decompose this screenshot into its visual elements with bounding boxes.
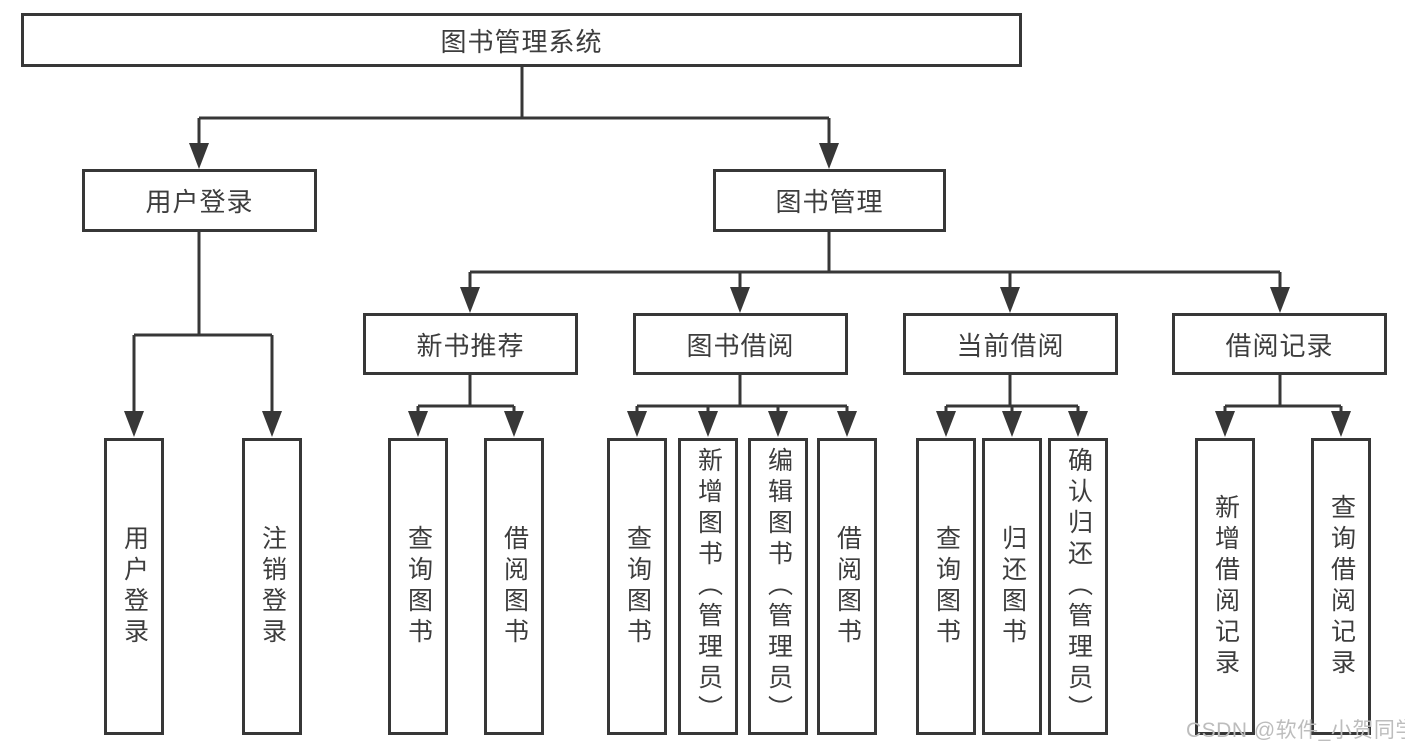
node-leaf-borrow-add-admin: 新增图书（管理员） — [678, 438, 738, 735]
arrow-down-icon — [1002, 411, 1022, 437]
node-leaf-borrow-borrow: 借阅图书 — [817, 438, 877, 735]
arrow-down-icon — [768, 411, 788, 437]
arrow-down-icon — [262, 411, 282, 437]
node-leaf-user-login: 用户登录 — [104, 438, 164, 735]
arrow-down-icon — [1270, 287, 1290, 313]
arrow-down-icon — [1215, 411, 1235, 437]
leaf-label: 查询图书 — [932, 524, 961, 649]
node-borrow-record: 借阅记录 — [1172, 313, 1387, 375]
arrow-down-icon — [189, 143, 209, 169]
node-leaf-current-confirm-admin: 确认归还（管理员） — [1048, 438, 1108, 735]
node-leaf-current-query: 查询图书 — [916, 438, 976, 735]
leaf-label: 新增图书（管理员） — [694, 447, 723, 726]
csdn-watermark: CSDN @软件_小贺同学 — [1186, 719, 1405, 742]
leaf-label: 查询图书 — [623, 524, 652, 649]
connector-borrowrecord-group — [1215, 375, 1351, 437]
leaf-label: 借阅图书 — [833, 524, 862, 649]
arrow-down-icon — [460, 287, 480, 313]
connector-currentborrow-group — [936, 375, 1088, 437]
node-leaf-record-add: 新增借阅记录 — [1195, 438, 1255, 735]
arrow-down-icon — [408, 411, 428, 437]
arrow-down-icon — [1068, 411, 1088, 437]
leaf-label: 注销登录 — [258, 524, 287, 649]
node-book-borrow: 图书借阅 — [633, 313, 848, 375]
node-leaf-logout: 注销登录 — [242, 438, 302, 735]
arrow-down-icon — [936, 411, 956, 437]
node-book-management: 图书管理 — [713, 169, 946, 232]
leaf-label: 借阅图书 — [500, 524, 529, 649]
node-root: 图书管理系统 — [21, 13, 1022, 67]
connector-bookborrow-group — [627, 375, 857, 437]
node-leaf-newbook-query: 查询图书 — [388, 438, 448, 735]
connector-userlogin-group — [124, 232, 282, 437]
arrow-down-icon — [837, 411, 857, 437]
node-leaf-borrow-edit-admin: 编辑图书（管理员） — [748, 438, 808, 735]
arrow-down-icon — [627, 411, 647, 437]
connector-bookmgmt-to-level3 — [460, 232, 1290, 313]
arrow-down-icon — [698, 411, 718, 437]
leaf-label: 新增借阅记录 — [1211, 493, 1240, 680]
leaf-label: 用户登录 — [120, 524, 149, 649]
arrow-down-icon — [1331, 411, 1351, 437]
node-leaf-record-query: 查询借阅记录 — [1311, 438, 1371, 735]
leaf-label: 确认归还（管理员） — [1064, 447, 1093, 726]
leaf-label: 归还图书 — [998, 524, 1027, 649]
leaf-label: 查询图书 — [404, 524, 433, 649]
node-current-borrow: 当前借阅 — [903, 313, 1118, 375]
connector-newbook-group — [408, 375, 524, 437]
node-new-book-recommend: 新书推荐 — [363, 313, 578, 375]
arrow-down-icon — [504, 411, 524, 437]
node-user-login: 用户登录 — [82, 169, 317, 232]
leaf-label: 查询借阅记录 — [1327, 493, 1356, 680]
arrow-down-icon — [819, 143, 839, 169]
node-leaf-borrow-query: 查询图书 — [607, 438, 667, 735]
arrow-down-icon — [124, 411, 144, 437]
arrow-down-icon — [730, 287, 750, 313]
arrow-down-icon — [1000, 287, 1020, 313]
node-leaf-current-return: 归还图书 — [982, 438, 1042, 735]
connector-root-to-level2 — [189, 67, 839, 169]
leaf-label: 编辑图书（管理员） — [764, 447, 793, 726]
node-leaf-newbook-borrow: 借阅图书 — [484, 438, 544, 735]
